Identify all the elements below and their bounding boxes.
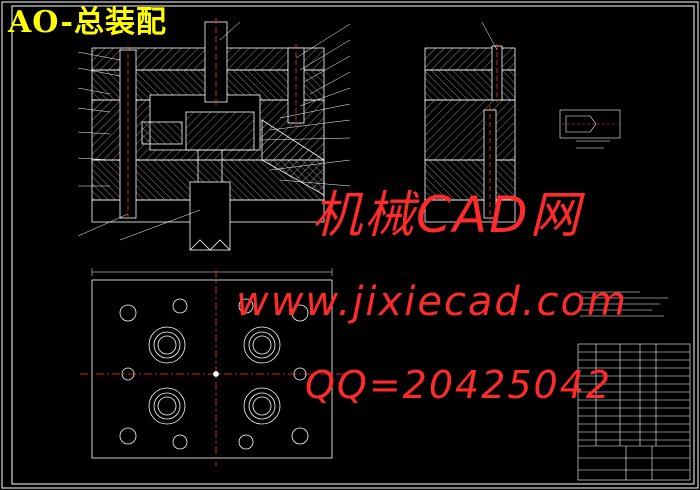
title-block [577,343,691,481]
side-section-view [424,21,516,223]
bolt-hole-circles [119,298,309,450]
drawing-title: AO-总装配 [8,5,167,40]
watermark-site-name: 机械CAD网 [312,186,582,244]
guide-bushing-circles [148,326,281,425]
main-section-view [91,18,325,251]
watermark-qq: QQ=20425042 [305,363,613,407]
leader-lines-right [219,21,351,187]
watermark-url: www.jixiecad.com [236,279,628,325]
plan-view [80,268,345,466]
leader-lines-left [77,51,201,241]
part-detail-inset [559,109,621,149]
technical-notes [580,291,668,317]
